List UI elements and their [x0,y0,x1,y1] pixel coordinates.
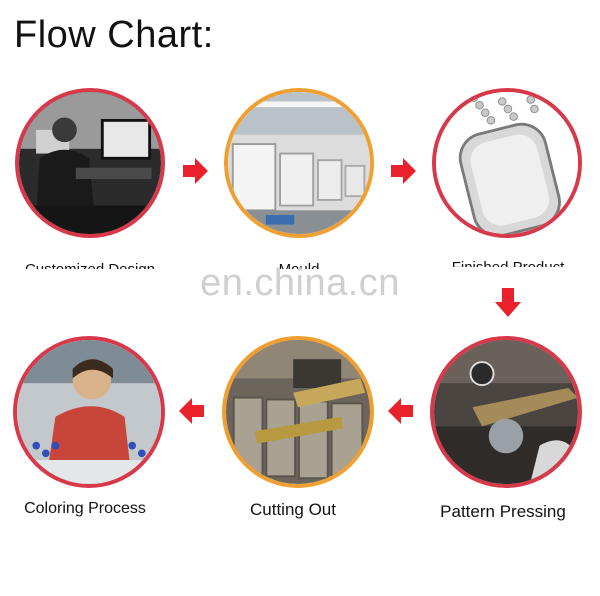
step-1-label: Customized Design [0,257,190,269]
step-6-label: Coloring Process [24,500,146,517]
metal-strips-photo [226,340,370,484]
worker-coloring-photo [17,340,161,484]
step-2-label: Mould [199,257,399,269]
step-4-label: Pattern Pressing [440,502,566,521]
dog-tag-photo [436,92,578,234]
watermark: en.china.cn [200,262,400,304]
arrow-right-icon [183,158,208,184]
arrow-down-icon [495,288,521,317]
step-2-circle [224,88,374,238]
arrow-right-icon [391,158,416,184]
page-title: Flow Chart: [14,14,214,56]
factory-machines-photo [228,92,370,234]
step-5-circle [222,336,374,488]
designer-at-computer-photo [19,92,161,234]
step-3-label: Finished Product [408,255,600,267]
step-3-circle [432,88,582,238]
step-4-circle [430,336,582,488]
step-5-label: Cutting Out [250,500,336,519]
arrow-left-icon [179,398,204,424]
arrow-left-icon [388,398,413,424]
step-6-circle [13,336,165,488]
step-1-circle [15,88,165,238]
press-machine-photo [434,340,578,484]
